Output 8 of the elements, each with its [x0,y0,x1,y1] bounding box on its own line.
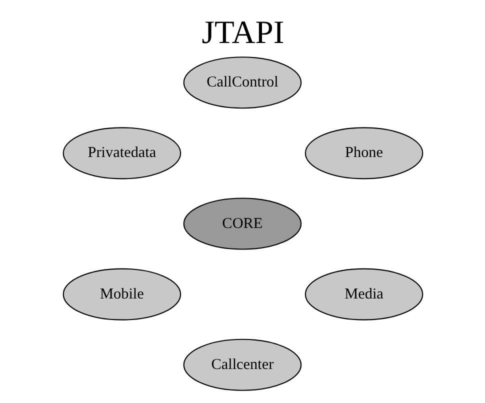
node-ellipse: Privatedata [62,127,181,180]
node-ellipse: CORE [182,198,302,250]
node-ellipse: Phone [304,127,423,180]
node-ellipse: CallControl [182,56,302,109]
node-ellipse: Media [304,268,423,320]
diagram-title: JTAPI [201,15,284,52]
node-ellipse: Mobile [62,268,181,320]
node-ellipse: Callcenter [182,338,302,391]
